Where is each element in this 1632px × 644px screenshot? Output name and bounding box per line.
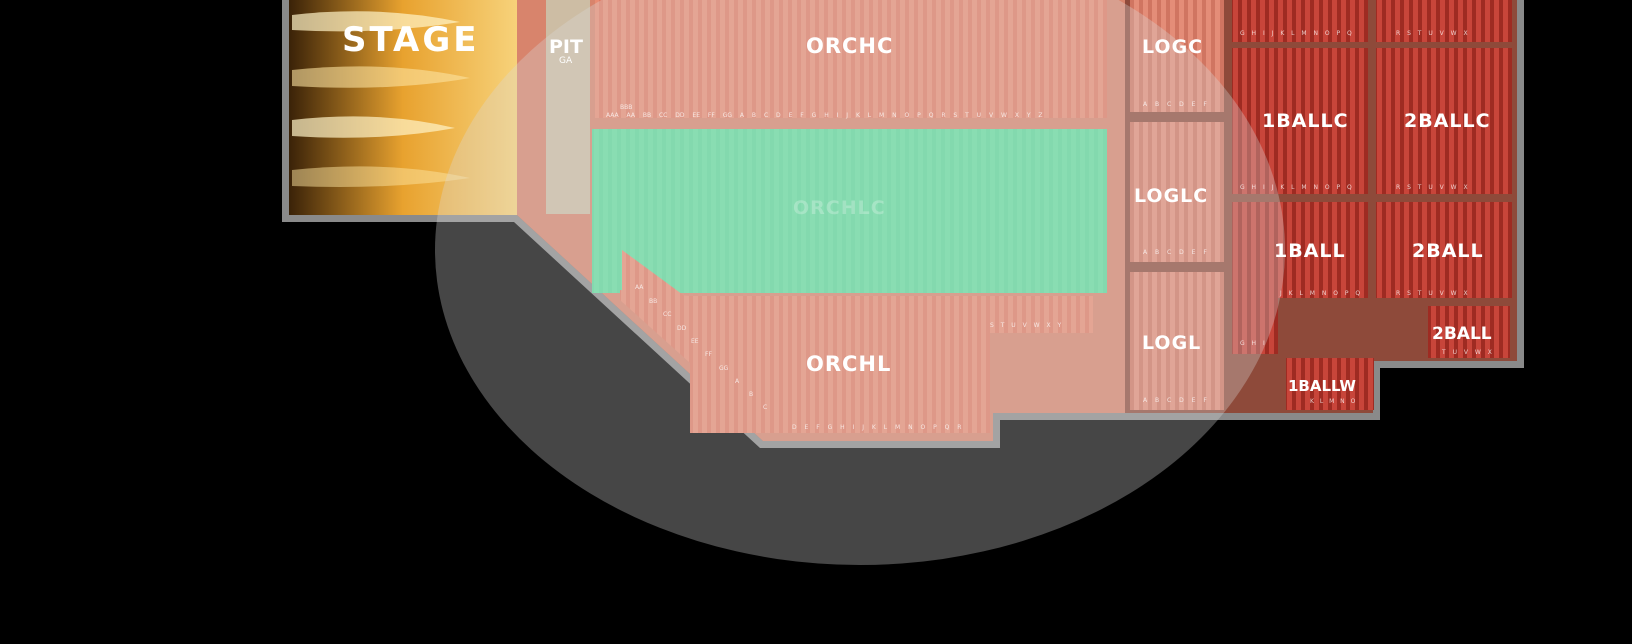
orchl-row-gg: GG [719,365,729,372]
logc-label: LOGC [1142,36,1204,58]
section-orchl[interactable] [620,240,1093,433]
ball2-label: 2BALL [1412,240,1484,262]
section-ballw1[interactable] [1286,358,1374,410]
orchl-rows-bottom: D E F G H I J K L M N O P Q R [792,424,962,431]
orchl-row-ee: EE [691,338,699,345]
ballc1-label: 1BALLC [1262,110,1349,132]
ballc2-rows: R S T U V W X [1396,184,1468,191]
orchc-rows-extra: BBB [620,104,633,111]
orchl-row-a: A [735,378,740,385]
ball1-rows: J K L M N O P Q [1280,290,1361,297]
logl-label: LOGL [1142,332,1202,354]
orchl-row-ff: FF [705,351,712,358]
ball2b-rows: T U V W X [1442,349,1492,356]
orchl-row-b: B [749,391,754,398]
highlight-overlay [435,0,1285,565]
orchl-rows-right: S T U V W X Y [990,322,1062,329]
orchl-row-bb: BB [649,298,658,305]
loglc-rows: A B C D E F [1143,249,1207,256]
ballc1-rows-top: G H I J K L M N O P Q [1240,30,1352,37]
section-ballc2-top[interactable] [1376,0,1512,42]
ballc2-rows-top: R S T U V W X [1396,30,1468,37]
ballc2-label: 2BALLC [1404,110,1491,132]
stage [289,0,517,215]
logl-rows: A B C D E F [1143,397,1207,404]
ball1-rows-left: G H I [1240,340,1265,347]
orchl-row-c: C [763,404,768,411]
section-ball2[interactable] [1376,202,1512,298]
section-logl[interactable] [1130,272,1224,410]
ball1-label: 1BALL [1274,240,1346,262]
orchl-label: ORCHL [806,352,892,376]
section-ball2b[interactable] [1428,306,1510,358]
loglc-label: LOGLC [1134,185,1209,207]
ball2b-label: 2BALL [1432,324,1492,344]
orchl-row-cc: CC [663,311,672,318]
pit-section[interactable] [546,0,590,214]
orchc-rows: AAA AA BB CC DD EE FF GG A B C D E F G H… [606,112,1043,119]
section-ball1[interactable] [1232,202,1368,298]
pit-sublabel: GA [559,56,573,66]
ball2-rows: R S T U V W X [1396,290,1468,297]
section-orchlc[interactable] [592,129,1107,293]
section-orchc[interactable] [595,0,1107,118]
section-ballc2[interactable] [1376,48,1512,194]
orchl-row-dd: DD [677,325,687,332]
orchl-row-aa: AA [635,284,644,291]
ballw1-rows: K L M N O [1310,398,1356,405]
ballw1-label: 1BALLW [1288,377,1356,395]
section-ballc1-top[interactable] [1232,0,1368,42]
logc-rows: A B C D E F [1143,101,1207,108]
pit-label: PIT [549,36,583,58]
section-ballc1[interactable] [1232,48,1368,194]
orchl-diagonal-rows [622,250,768,433]
orchlc-label: ORCHLC [793,197,886,219]
section-ball1-left[interactable] [1232,298,1278,354]
ballc1-rows: G H I J K L M N O P Q [1240,184,1352,191]
stage-label: STAGE [342,20,480,60]
orchc-label: ORCHC [806,34,894,58]
section-logc[interactable] [1130,0,1224,112]
section-loglc[interactable] [1130,122,1224,262]
